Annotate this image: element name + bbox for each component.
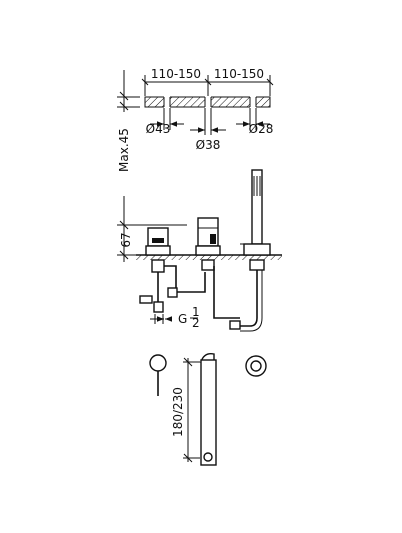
dimension-ticks bbox=[141, 78, 274, 86]
top-section-view: 110-150 110-150 Ø43 Ø38 Ø28 Ma bbox=[117, 67, 273, 172]
inlet-nut-bottom bbox=[153, 301, 164, 313]
dia-38-label: Ø38 bbox=[196, 138, 221, 152]
mixer-handle-body bbox=[147, 227, 169, 247]
thread-numerator: 1 bbox=[192, 305, 200, 319]
hose-connector bbox=[229, 320, 241, 330]
spout-supply-pipe bbox=[213, 266, 240, 319]
spout-plan-arm bbox=[200, 359, 217, 466]
max45-label: Max.45 bbox=[117, 128, 131, 172]
mixer-outlet-nut bbox=[167, 287, 178, 298]
dia-28-label: Ø28 bbox=[249, 122, 274, 136]
hand-shower-holder bbox=[243, 243, 271, 256]
hand-shower-nut bbox=[249, 259, 265, 271]
side-elevation-view: 67 bbox=[117, 169, 282, 332]
hose-pipe bbox=[240, 270, 258, 327]
mixer-handle-band bbox=[152, 238, 164, 243]
plan-view: 180/230 bbox=[149, 352, 267, 466]
spout-outlet bbox=[210, 234, 216, 244]
hole-right bbox=[250, 96, 256, 108]
holder-plan-inner bbox=[250, 360, 262, 372]
mixer-base bbox=[145, 245, 171, 256]
hole-left bbox=[164, 96, 170, 108]
thread-denominator: 2 bbox=[192, 316, 200, 330]
hose-pipe-outer bbox=[240, 270, 263, 332]
spout-plan-outlet bbox=[203, 452, 213, 462]
spout-nut bbox=[201, 259, 215, 271]
height67-label: 67 bbox=[119, 232, 133, 247]
inlet-nut-left bbox=[139, 295, 153, 304]
handle-plan-ring bbox=[149, 354, 167, 372]
dia-43-label: Ø43 bbox=[146, 122, 171, 136]
hole-center bbox=[205, 96, 211, 108]
spacing-right-label: 110-150 bbox=[214, 67, 264, 81]
thread-g-label: G bbox=[178, 312, 187, 326]
spout-base bbox=[195, 245, 221, 256]
length-180-230-label: 180/230 bbox=[171, 387, 185, 437]
connector-pipe bbox=[177, 272, 206, 293]
deck-hatch bbox=[136, 255, 282, 260]
spacing-left-label: 110-150 bbox=[151, 67, 201, 81]
mixer-valve-under bbox=[151, 259, 165, 273]
